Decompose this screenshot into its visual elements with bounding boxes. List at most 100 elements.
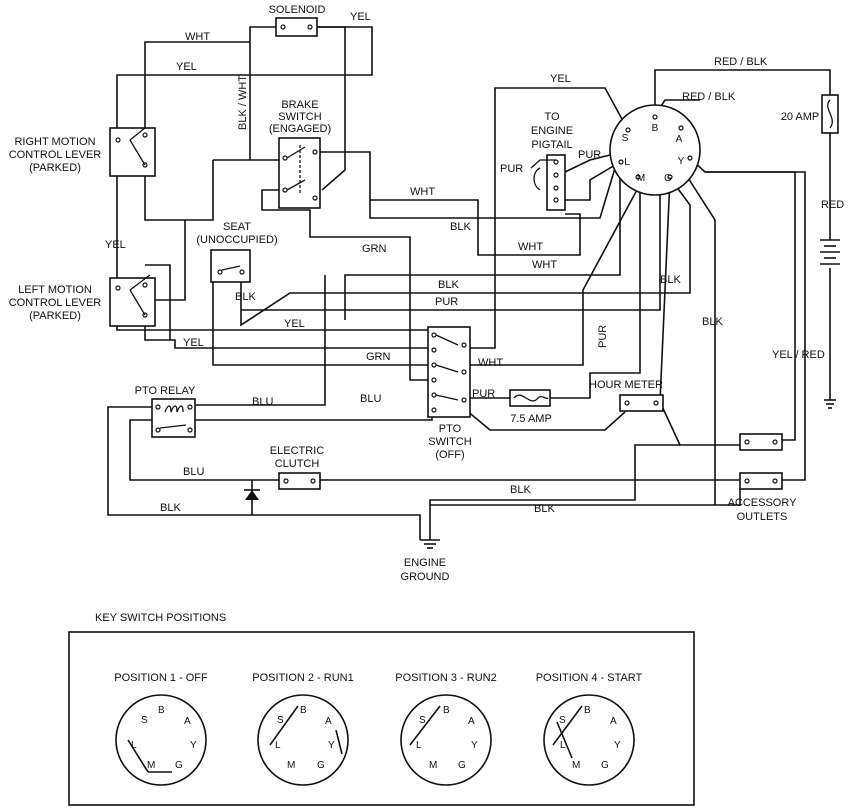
key-pin-s: S	[622, 133, 629, 144]
diode	[244, 489, 260, 500]
svg-text:B: B	[300, 705, 307, 716]
wire-label-blu-2: BLU	[360, 393, 381, 405]
wire-label-yel-top: YEL	[176, 61, 197, 73]
wire-labels: YEL WHT YEL BLK / WHT YEL YEL RED / BLK …	[105, 11, 844, 515]
fuse-20-amp: 20 AMP	[781, 94, 839, 134]
key-pin-y: Y	[678, 156, 685, 167]
wire-label-red-blk-1: RED / BLK	[714, 56, 768, 68]
svg-text:G: G	[317, 760, 325, 771]
clutch-label-1: ELECTRIC	[270, 445, 324, 457]
wire-label-pur-key: PUR	[578, 149, 601, 161]
wire-label-blk-long: BLK	[438, 279, 459, 291]
svg-text:S: S	[141, 715, 148, 726]
key-positions-title: KEY SWITCH POSITIONS	[95, 612, 226, 624]
position-4: POSITION 4 - START S B A L Y M G	[536, 672, 643, 786]
pto-switch: PTO SWITCH (OFF)	[427, 326, 472, 461]
svg-text:L: L	[560, 740, 566, 751]
svg-text:A: A	[184, 716, 191, 727]
battery	[820, 239, 840, 409]
wire-label-pur-long: PUR	[435, 296, 458, 308]
position-1: POSITION 1 - OFF S B A L Y M G	[114, 672, 208, 786]
svg-text:G: G	[175, 760, 183, 771]
pto-relay-label: PTO RELAY	[135, 385, 196, 397]
position-4-label: POSITION 4 - START	[536, 672, 643, 684]
position-2-label: POSITION 2 - RUN1	[252, 672, 353, 684]
svg-text:S: S	[419, 715, 426, 726]
wire-label-yel-low: YEL	[183, 337, 204, 349]
right-lever-label-1: RIGHT MOTION	[14, 136, 95, 148]
accessory-label-1: ACCESSORY	[728, 497, 798, 509]
wire-label-wht-mid-2: WHT	[532, 259, 557, 271]
svg-text:Y: Y	[471, 740, 478, 751]
svg-text:B: B	[584, 705, 591, 716]
fuse-7-5-amp: 7.5 AMP	[509, 389, 552, 425]
wire-label-wht-mid: WHT	[518, 241, 543, 253]
wire-label-grn-low: GRN	[366, 351, 391, 363]
svg-text:M: M	[572, 760, 580, 771]
wire-label-blu-3: BLU	[183, 466, 204, 478]
wire-label-yel-red: YEL / RED	[772, 349, 825, 361]
hour-meter-label: HOUR METER	[589, 379, 663, 391]
right-lever-label-3: (PARKED)	[29, 162, 81, 174]
key-pin-m: M	[637, 173, 645, 184]
svg-text:M: M	[147, 760, 155, 771]
svg-text:A: A	[468, 716, 475, 727]
pto-switch-label-3: (OFF)	[435, 449, 464, 461]
wire-label-blk-low-2: BLK	[534, 503, 555, 515]
wire-label-red-blk-2: RED / BLK	[682, 91, 736, 103]
key-pin-l: L	[624, 157, 630, 168]
svg-text:S: S	[277, 715, 284, 726]
left-lever-label-2: CONTROL LEVER	[9, 297, 102, 309]
wire-label-yel-key: YEL	[550, 73, 571, 85]
svg-text:G: G	[601, 760, 609, 771]
engine-ground: ENGINE GROUND	[401, 539, 450, 583]
position-3: POSITION 3 - RUN2 S B A L Y M G	[395, 672, 497, 786]
seat-label-2: (UNOCCUPIED)	[196, 234, 277, 246]
wires	[107, 26, 831, 540]
brake-label-3: (ENGAGED)	[269, 123, 331, 135]
pigtail-label-2: ENGINE	[531, 125, 573, 137]
wire-label-blk-left: BLK	[160, 502, 181, 514]
wire-label-pur-pto: PUR	[472, 388, 495, 400]
wire-label-yel-mid: YEL	[284, 318, 305, 330]
brake-label-1: BRAKE	[281, 99, 318, 111]
seat-label-1: SEAT	[223, 221, 251, 233]
accessory-label-2: OUTLETS	[737, 511, 788, 523]
svg-text:Y: Y	[614, 740, 621, 751]
svg-text:B: B	[443, 705, 450, 716]
key-pin-g: G	[664, 173, 672, 184]
svg-text:Y: Y	[328, 740, 335, 751]
wire-label-pur-vert: PUR	[597, 325, 609, 348]
solenoid-label: SOLENOID	[269, 4, 326, 16]
wire-label-yel-left: YEL	[105, 239, 126, 251]
svg-text:M: M	[287, 760, 295, 771]
ground-label-1: ENGINE	[404, 557, 446, 569]
right-motion-lever: RIGHT MOTION CONTROL LEVER (PARKED)	[9, 127, 156, 177]
accessory-outlets: ACCESSORY OUTLETS	[728, 433, 798, 523]
wire-label-red: RED	[821, 199, 844, 211]
wire-label-blk-brake: BLK	[450, 221, 471, 233]
ground-label-2: GROUND	[401, 571, 450, 583]
position-1-label: POSITION 1 - OFF	[114, 672, 208, 684]
svg-text:L: L	[131, 740, 137, 751]
svg-text:G: G	[458, 760, 466, 771]
svg-text:Y: Y	[190, 740, 197, 751]
clutch-label-2: CLUTCH	[275, 458, 320, 470]
wire-label-blk-wht: BLK / WHT	[237, 75, 249, 130]
wire-label-blk-right: BLK	[702, 316, 723, 328]
key-pin-a: A	[676, 134, 683, 145]
pigtail-label-1: TO	[544, 111, 560, 123]
key-switch-positions: KEY SWITCH POSITIONS POSITION 1 - OFF S …	[68, 612, 695, 806]
wire-label-wht-brake: WHT	[410, 186, 435, 198]
wire-label-pur-pigtail: PUR	[500, 163, 523, 175]
wire-label-blk-low-1: BLK	[510, 484, 531, 496]
svg-text:B: B	[158, 705, 165, 716]
fuse-20-label: 20 AMP	[781, 111, 820, 123]
wire-label-blk-key: BLK	[660, 274, 681, 286]
svg-text:A: A	[610, 716, 617, 727]
seat-switch: SEAT (UNOCCUPIED)	[196, 221, 278, 283]
wire-label-wht-top: WHT	[185, 31, 210, 43]
svg-text:L: L	[416, 740, 422, 751]
left-lever-label-1: LEFT MOTION	[18, 284, 92, 296]
